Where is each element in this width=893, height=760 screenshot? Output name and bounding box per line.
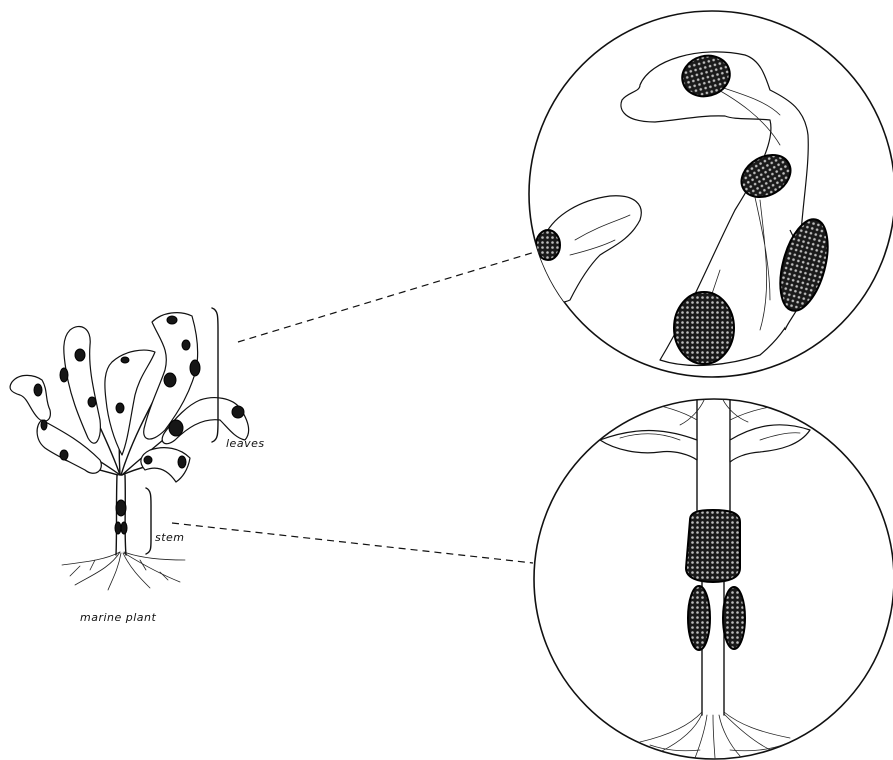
label-stem: stem	[155, 531, 185, 544]
label-leaves: leaves	[226, 437, 265, 450]
stem-bracket	[146, 488, 151, 554]
leaves-bracket	[212, 308, 218, 442]
stem-magnified-view	[534, 398, 893, 759]
leaves-connector-line	[238, 252, 535, 342]
plant-stem	[115, 475, 127, 555]
plant-roots	[62, 552, 185, 590]
marine-plant-illustration: leaves stem marine plant	[10, 308, 265, 624]
plant-leaves	[10, 313, 249, 482]
leaf-magnified-view	[529, 11, 893, 377]
stem-connector-line	[172, 523, 533, 563]
caption-marine-plant: marine plant	[80, 611, 157, 624]
